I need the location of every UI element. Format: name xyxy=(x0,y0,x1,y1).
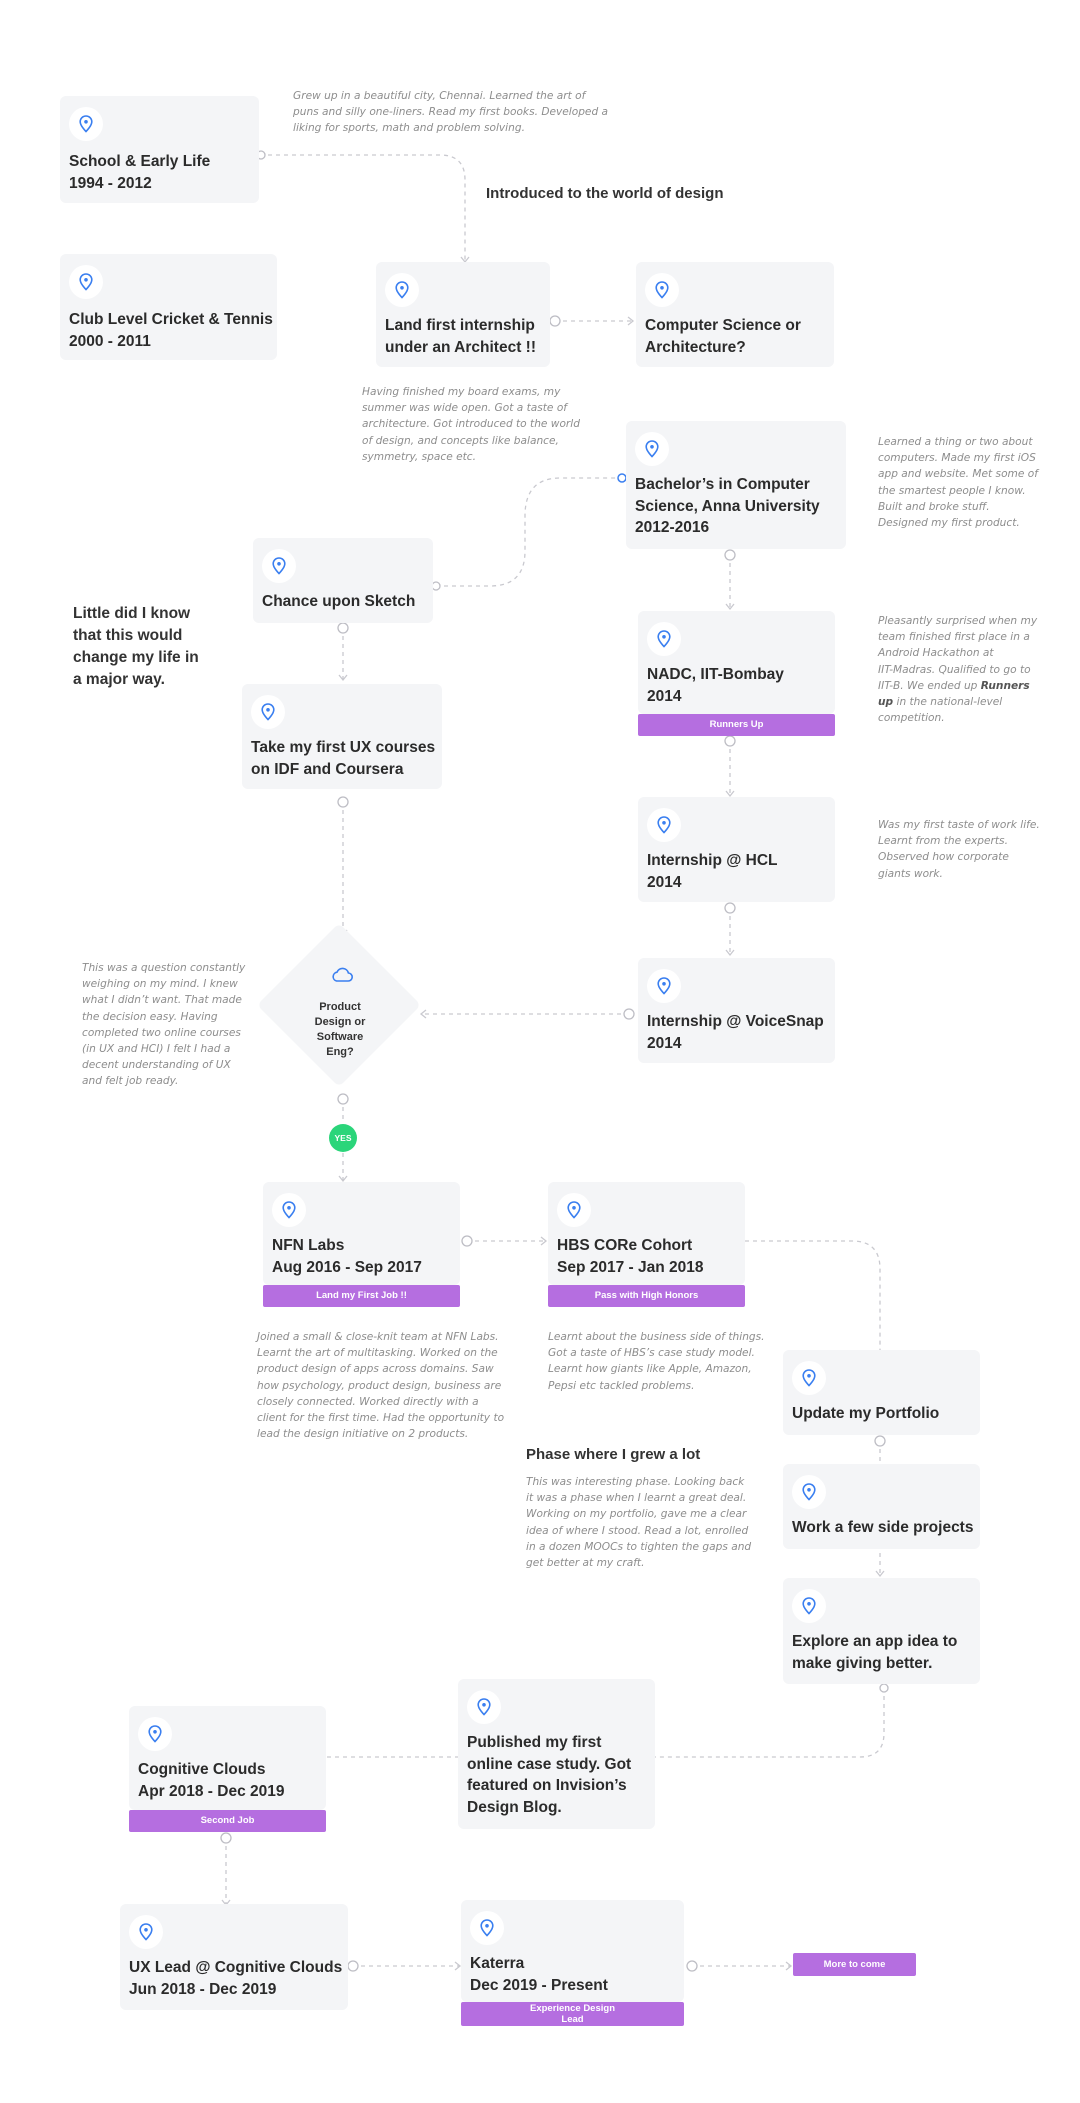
card-title-line2: Science, Anna University xyxy=(635,497,820,515)
card-first-internship-architect[interactable]: Land first internship under an Architect … xyxy=(376,262,550,367)
badge-second-job: Second Job xyxy=(129,1810,326,1832)
location-pin-icon xyxy=(647,622,681,656)
card-date: 2014 xyxy=(647,687,682,705)
note-school: Grew up in a beautiful city, Chennai. Le… xyxy=(293,90,609,135)
card-title: NFN Labs xyxy=(272,1237,345,1254)
badge-runners-up: Runners Up xyxy=(638,714,835,736)
card-title: NADC, IIT-Bombay xyxy=(647,666,784,683)
location-pin-icon xyxy=(635,432,669,466)
heading-phase: Phase where I grew a lot xyxy=(526,1446,701,1463)
badge-first-job: Land my First Job !! xyxy=(263,1285,460,1307)
card-case-study[interactable]: Published my first online case study. Got… xyxy=(458,1679,655,1829)
location-pin-icon xyxy=(272,1193,306,1227)
card-title: Chance upon Sketch xyxy=(262,593,416,610)
card-first-ux-courses[interactable]: Take my first UX courses on IDF and Cours… xyxy=(242,684,442,789)
card-nadc-iit-bombay[interactable]: NADC, IIT-Bombay 2014 xyxy=(638,611,835,714)
card-title: Computer Science or xyxy=(645,317,801,334)
card-app-idea[interactable]: Explore an app idea to make giving better… xyxy=(783,1578,980,1684)
card-title: Cognitive Clouds xyxy=(138,1761,266,1778)
location-pin-icon xyxy=(792,1475,826,1509)
card-title: Katerra xyxy=(470,1955,525,1972)
card-date: Sep 2017 - Jan 2018 xyxy=(557,1258,704,1276)
card-date: Jun 2018 - Dec 2019 xyxy=(129,1980,277,1998)
badge-high-honors: Pass with High Honors xyxy=(548,1285,745,1307)
card-title: School & Early Life xyxy=(69,153,211,170)
card-title: Land first internship xyxy=(385,317,535,334)
card-title: Explore an app idea to xyxy=(792,1633,958,1650)
location-pin-icon xyxy=(251,695,285,729)
card-date: 2012-2016 xyxy=(635,519,710,536)
note-hcl: Was my first taste of work life.Learnt f… xyxy=(878,819,1040,880)
card-title: Internship @ VoiceSnap xyxy=(647,1013,824,1030)
card-date: 2014 xyxy=(647,1034,682,1052)
location-pin-icon xyxy=(647,808,681,842)
card-date: Dec 2019 - Present xyxy=(470,1976,608,1994)
location-pin-icon xyxy=(792,1361,826,1395)
card-internship-hcl[interactable]: Internship @ HCL 2014 xyxy=(638,797,835,902)
heading-design-world: Introduced to the world of design xyxy=(486,185,724,202)
location-pin-icon xyxy=(470,1911,504,1945)
location-pin-icon xyxy=(138,1717,172,1751)
location-pin-icon xyxy=(129,1915,163,1949)
location-pin-icon xyxy=(647,969,681,1003)
card-internship-voicesnap[interactable]: Internship @ VoiceSnap 2014 xyxy=(638,958,835,1063)
note-phase: This was interesting phase. Looking back… xyxy=(526,1476,752,1570)
card-title-line2: on IDF and Coursera xyxy=(251,760,404,778)
card-title-line4: Design Blog. xyxy=(467,1798,562,1816)
card-title: Internship @ HCL xyxy=(647,852,778,869)
location-pin-icon xyxy=(645,273,679,307)
card-date: Aug 2016 - Sep 2017 xyxy=(272,1258,422,1276)
card-title: Published my first xyxy=(467,1734,602,1751)
card-title: Update my Portfolio xyxy=(792,1405,940,1422)
card-title: Club Level Cricket & Tennis xyxy=(69,311,273,328)
location-pin-icon xyxy=(262,549,296,583)
card-club-cricket-tennis[interactable]: Club Level Cricket & Tennis 2000 - 2011 xyxy=(60,254,277,360)
card-date: Apr 2018 - Dec 2019 xyxy=(138,1782,285,1800)
card-title: Work a few side projects xyxy=(792,1519,974,1536)
location-pin-icon xyxy=(385,273,419,307)
cloud-icon xyxy=(330,966,354,984)
location-pin-icon xyxy=(792,1589,826,1623)
card-title-line2: online case study. Got xyxy=(467,1755,632,1773)
card-school-early-life[interactable]: School & Early Life 1994 - 2012 xyxy=(60,96,259,203)
note-hbs: Learnt about the business side of things… xyxy=(548,1331,765,1392)
card-cs-or-architecture[interactable]: Computer Science or Architecture? xyxy=(636,262,834,367)
note-nfn: Joined a small & close-knit team at NFN … xyxy=(257,1331,505,1441)
card-title-line3: featured on Invision’s xyxy=(467,1777,627,1794)
more-to-come-button[interactable]: More to come xyxy=(793,1953,916,1976)
location-pin-icon xyxy=(69,265,103,299)
card-title-line2: make giving better. xyxy=(792,1654,933,1672)
card-date: 1994 - 2012 xyxy=(69,174,152,192)
card-date: 2014 xyxy=(647,873,682,891)
card-date: 2000 - 2011 xyxy=(69,332,151,350)
card-title: Bachelor’s in Computer xyxy=(635,476,810,493)
card-update-portfolio[interactable]: Update my Portfolio xyxy=(783,1350,980,1435)
location-pin-icon xyxy=(69,107,103,141)
location-pin-icon xyxy=(557,1193,591,1227)
card-title-line2: under an Architect !! xyxy=(385,338,536,356)
location-pin-icon xyxy=(467,1690,501,1724)
card-title: Take my first UX courses xyxy=(251,739,436,756)
card-title: UX Lead @ Cognitive Clouds xyxy=(129,1959,343,1976)
card-side-projects[interactable]: Work a few side projects xyxy=(783,1464,980,1549)
yes-badge: YES xyxy=(329,1124,357,1152)
card-chance-upon-sketch[interactable]: Chance upon Sketch xyxy=(253,538,433,623)
card-title: HBS CORe Cohort xyxy=(557,1237,693,1254)
card-title-line2: Architecture? xyxy=(645,338,746,356)
